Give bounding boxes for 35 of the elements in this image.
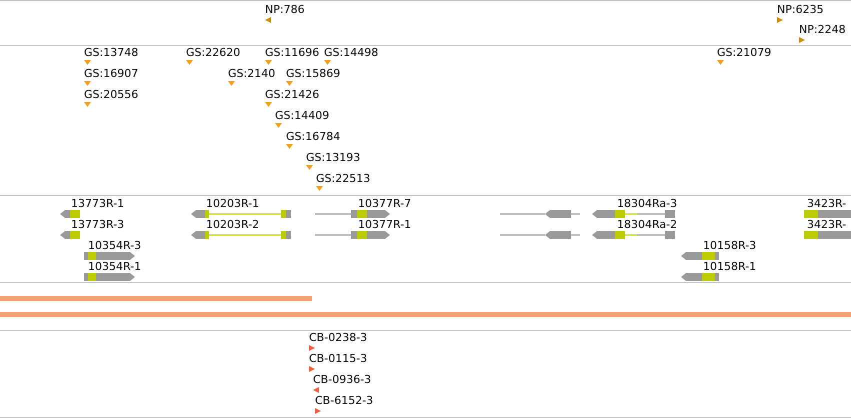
feature-label: GS:22620 xyxy=(186,46,240,59)
transcript-label: 10377R-1 xyxy=(358,218,412,231)
transcript-label: 13773R-3 xyxy=(71,218,124,231)
feature-label: NP:2248 xyxy=(799,23,846,36)
feature-label: CB-0936-3 xyxy=(313,373,372,386)
transcript-label: 18304Ra-2 xyxy=(617,218,678,231)
feature-label: GS:14498 xyxy=(324,46,378,59)
transcript-label: 10158R-1 xyxy=(703,260,756,273)
feature-label: GS:14409 xyxy=(275,109,330,122)
transcript-label: 3423R- xyxy=(807,197,846,210)
transcript-label: 10203R-1 xyxy=(206,197,260,210)
feature-label: GS:16784 xyxy=(286,130,340,143)
transcript-label: 10203R-2 xyxy=(206,218,260,231)
feature-label: GS:21079 xyxy=(717,46,772,59)
feature-label: GS:21426 xyxy=(265,88,320,101)
feature-label: CB-0238-3 xyxy=(309,331,368,344)
feature-label: GS:11696 xyxy=(265,46,320,59)
transcript-label: 10354R-3 xyxy=(88,239,142,252)
transcript-label: 10377R-7 xyxy=(358,197,412,210)
feature-label: CB-0115-3 xyxy=(309,352,368,365)
feature-label: NP:6235 xyxy=(777,3,824,16)
transcript-label: 10158R-3 xyxy=(703,239,756,252)
feature-label: NP:786 xyxy=(265,3,305,16)
feature-label: GS:22513 xyxy=(316,172,370,185)
feature-label: GS:16907 xyxy=(84,67,138,80)
feature-label: GS:15869 xyxy=(286,67,340,80)
transcript-label: 3423R- xyxy=(807,218,846,231)
feature-label: GS:2140 xyxy=(228,67,276,80)
feature-label: GS:13748 xyxy=(84,46,138,59)
feature-label: GS:13193 xyxy=(306,151,360,164)
transcript-label: 13773R-1 xyxy=(71,197,124,210)
feature-label: GS:20556 xyxy=(84,88,138,101)
transcript-label: 10354R-1 xyxy=(88,260,142,273)
feature-label: CB-6152-3 xyxy=(315,394,374,407)
transcript-label: 18304Ra-3 xyxy=(617,197,678,210)
